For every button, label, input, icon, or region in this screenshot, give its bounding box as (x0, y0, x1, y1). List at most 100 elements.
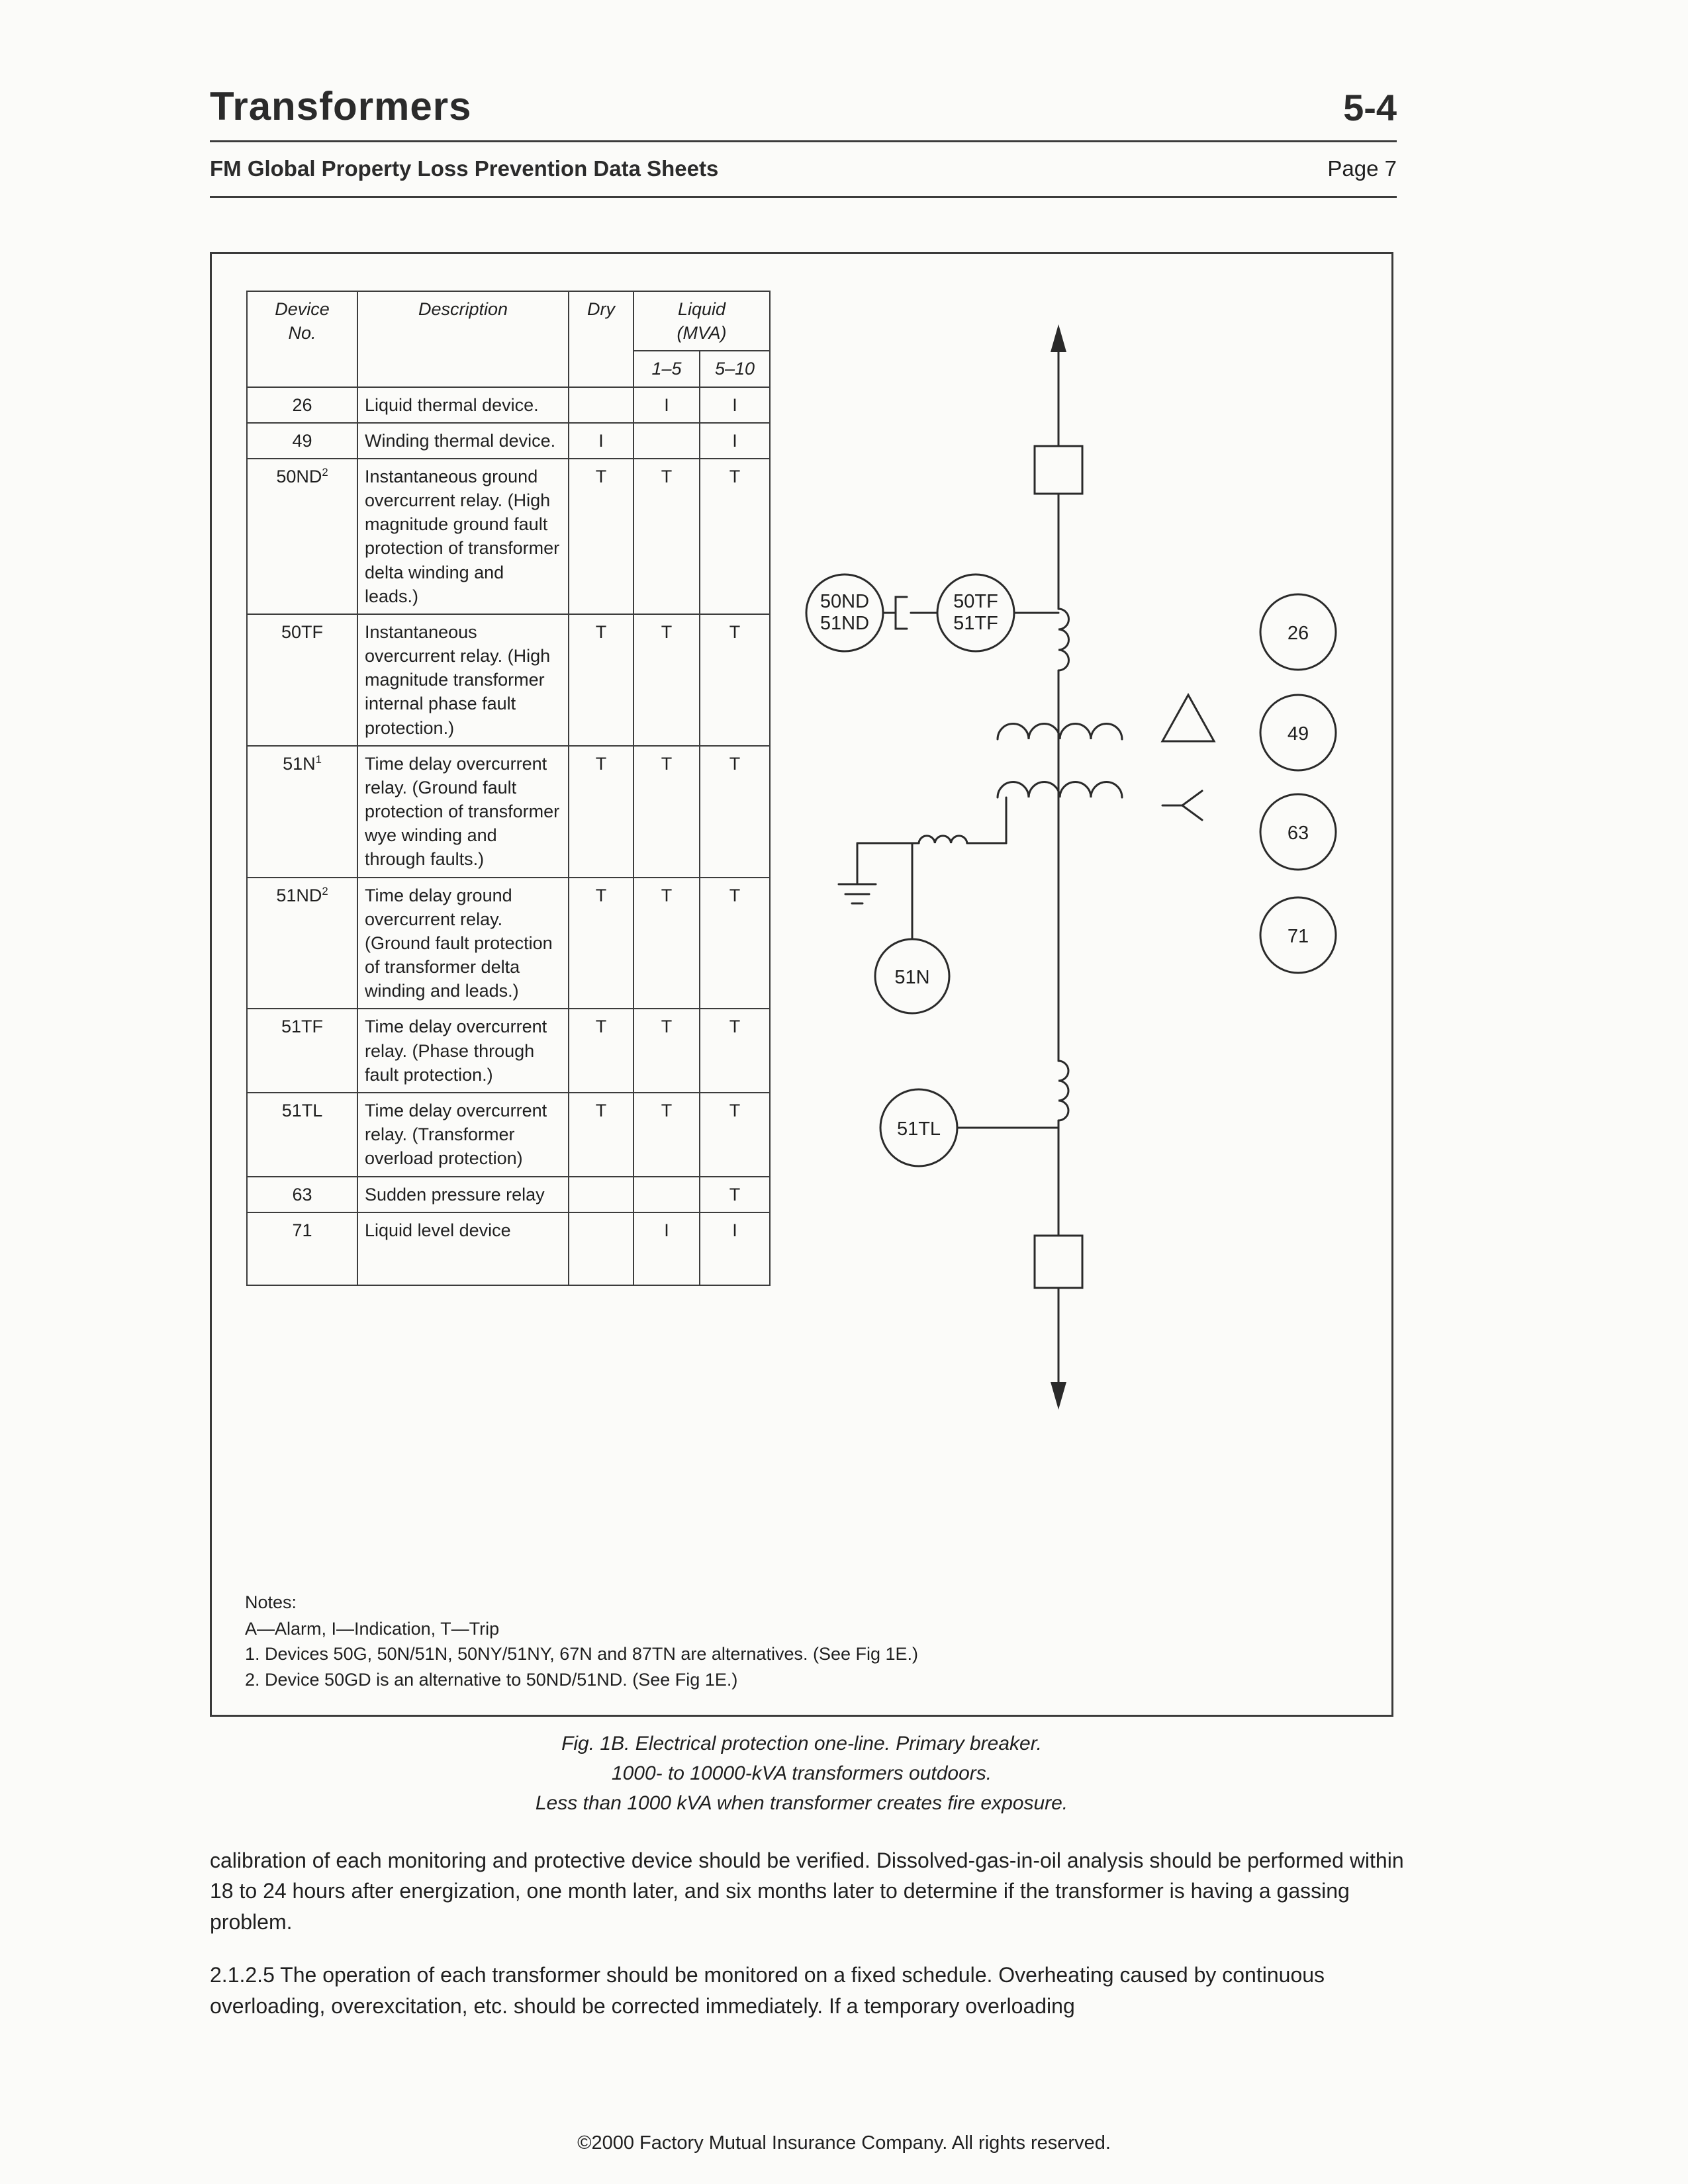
ct-coil-lower (1057, 1060, 1070, 1122)
relay-51tf-label: 51TF (953, 613, 998, 634)
mva-5-10-cell: T (698, 745, 771, 878)
device-no-cell: 71 (246, 1211, 358, 1286)
device-no-cell: 26 (246, 386, 358, 424)
figure-caption: Fig. 1B. Electrical protection one-line.… (210, 1729, 1393, 1818)
device-no-cell: 51N1 (246, 745, 358, 878)
primary-breaker-square (1033, 445, 1084, 495)
relay-51n-label: 51N (894, 967, 929, 988)
mva-1-5-cell: T (633, 1008, 700, 1093)
paragraph-calibration: calibration of each monitoring and prote… (210, 1848, 1404, 1934)
caption-line-3: Less than 1000 kVA when transformer crea… (535, 1792, 1068, 1814)
col-header-5-10: 5–10 (698, 350, 771, 388)
page-title: Transformers (210, 84, 472, 128)
relay-50nd-label: 50ND (820, 591, 869, 612)
relay-50tf-label: 50TF (953, 591, 998, 612)
copyright-footer: ©2000 Factory Mutual Insurance Company. … (577, 2132, 1111, 2154)
relay-50tf-51tf: 50TF 51TF (936, 573, 1015, 653)
caption-line-2: 1000- to 10000-kVA transformers outdoors… (611, 1762, 992, 1784)
mva-1-5-cell (633, 422, 700, 459)
mva-5-10-cell: T (698, 876, 771, 1010)
mva-1-5-cell: T (633, 613, 700, 747)
table-row: 49 Winding thermal device. I I (246, 422, 771, 459)
table-row: 50ND2 Instantaneous ground overcurrent r… (246, 457, 771, 615)
page-number-label: Page 7 (1327, 156, 1397, 181)
note-2: 2. Device 50GD is an alternative to 50ND… (245, 1669, 738, 1690)
description-cell: Liquid thermal device. (357, 386, 569, 424)
device-no-cell: 51ND2 (246, 876, 358, 1010)
notes-legend: A—Alarm, I—Indication, T—Trip (245, 1619, 500, 1639)
relay-51tl-label: 51TL (897, 1118, 941, 1140)
device-26-label: 26 (1288, 623, 1309, 644)
document-subtitle: FM Global Property Loss Prevention Data … (210, 156, 719, 181)
mva-1-5-cell: T (633, 457, 700, 615)
device-26-circle: 26 (1259, 593, 1337, 671)
table-row: 71 Liquid level device I I (246, 1211, 771, 1286)
device-no-cell: 50TF (246, 613, 358, 747)
mva-5-10-cell: T (698, 1175, 771, 1213)
description-cell: Time delay overcurrent relay. (Ground fa… (357, 745, 569, 878)
description-cell: Instantaneous ground overcurrent relay. … (357, 457, 569, 615)
mva-5-10-cell: I (698, 386, 771, 424)
notes-block: Notes: A—Alarm, I—Indication, T—Trip 1. … (245, 1590, 918, 1692)
mva-1-5-cell: T (633, 1091, 700, 1177)
device-49-circle: 49 (1259, 694, 1337, 772)
ct-coil-top (1057, 608, 1070, 672)
description-cell: Instantaneous overcurrent relay. (High m… (357, 613, 569, 747)
mva-5-10-cell: T (698, 457, 771, 615)
neutral-ct-coil (917, 835, 968, 844)
device-no-cell: 51TL (246, 1091, 358, 1177)
dry-cell: T (568, 1008, 634, 1093)
dry-cell (568, 1211, 634, 1286)
header: Transformers 5-4 (210, 83, 1397, 129)
description-cell: Winding thermal device. (357, 422, 569, 459)
delta-winding-symbol (1160, 692, 1216, 743)
neutral-ground-branch (837, 796, 1008, 940)
table-row: 50TF Instantaneous overcurrent relay. (H… (246, 613, 771, 747)
table-row: 51TF Time delay overcurrent relay. (Phas… (246, 1008, 771, 1093)
description-cell: Time delay overcurrent relay. (Transform… (357, 1091, 569, 1177)
mva-5-10-cell: T (698, 1008, 771, 1093)
mva-5-10-cell: T (698, 1091, 771, 1177)
dry-cell (568, 386, 634, 424)
relay-50nd-51nd: 50ND 51ND (805, 573, 884, 653)
relay-51tl: 51TL (879, 1088, 1060, 1167)
device-no-cell: 63 (246, 1175, 358, 1213)
dry-cell: T (568, 613, 634, 747)
device-71-circle: 71 (1259, 896, 1337, 974)
device-71-label: 71 (1288, 926, 1309, 947)
notes-heading: Notes: (245, 1592, 297, 1612)
table-row: 63 Sudden pressure relay T (246, 1175, 771, 1213)
mva-5-10-cell: T (698, 613, 771, 747)
one-line-diagram: 50ND 51ND 50TF 51TF (805, 324, 1337, 1410)
col-header-1-5: 1–5 (633, 350, 700, 388)
col-header-liquid-mva: Liquid(MVA) (632, 290, 771, 352)
device-63-circle: 63 (1259, 793, 1337, 871)
note-1: 1. Devices 50G, 50N/51N, 50NY/51NY, 67N … (245, 1644, 919, 1664)
table-row: 51N1 Time delay overcurrent relay. (Grou… (246, 745, 771, 878)
mva-1-5-cell: I (633, 386, 700, 424)
mva-5-10-cell: I (698, 1211, 771, 1286)
transformer-secondary-winding (996, 781, 1123, 799)
table-row: 51ND2 Time delay ground overcurrent rela… (246, 876, 771, 1010)
mva-1-5-cell (633, 1175, 700, 1213)
load-arrow (1051, 1287, 1066, 1410)
relay-51nd-label: 51ND (820, 613, 869, 634)
table-row: 26 Liquid thermal device. I I (246, 386, 771, 424)
device-no-cell: 51TF (246, 1008, 358, 1093)
table-row: 51TL Time delay overcurrent relay. (Tran… (246, 1091, 771, 1177)
subheader: FM Global Property Loss Prevention Data … (210, 156, 1397, 181)
subheader-divider (210, 196, 1397, 198)
body-text: calibration of each monitoring and prote… (210, 1845, 1405, 2021)
description-cell: Liquid level device (357, 1211, 569, 1286)
device-no-cell: 49 (246, 422, 358, 459)
description-cell: Time delay ground overcurrent relay. (Gr… (357, 876, 569, 1010)
dry-cell: T (568, 745, 634, 878)
header-divider (210, 140, 1397, 142)
datasheet-number: 5-4 (1343, 87, 1397, 128)
wye-winding-symbol (1161, 790, 1203, 821)
transformer-primary-winding (996, 723, 1123, 741)
device-49-label: 49 (1288, 723, 1309, 745)
